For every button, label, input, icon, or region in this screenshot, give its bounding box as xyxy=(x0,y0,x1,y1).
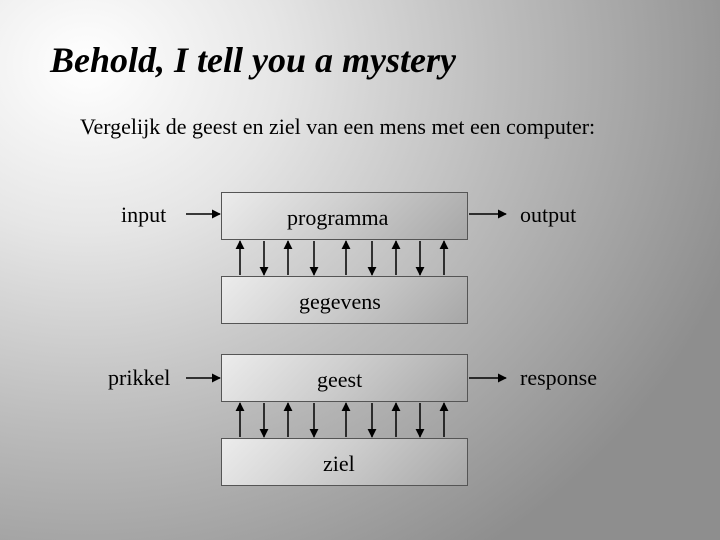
slide-subtitle: Vergelijk de geest en ziel van een mens … xyxy=(80,114,596,139)
gegevens-label: gegevens xyxy=(299,289,381,314)
ziel-box: ziel xyxy=(221,438,468,486)
geest-label: geest xyxy=(317,367,363,392)
geest-box: geest xyxy=(221,354,468,402)
programma-box: programma xyxy=(221,192,468,240)
input-label: input xyxy=(121,202,167,227)
gegevens-box: gegevens xyxy=(221,276,468,324)
geest-ziel-connectors xyxy=(235,402,449,438)
programma-gegevens-connectors xyxy=(235,240,449,276)
ziel-label: ziel xyxy=(323,451,355,476)
programma-label: programma xyxy=(287,205,389,230)
slide-title: Behold, I tell you a mystery xyxy=(50,40,456,80)
output-label: output xyxy=(520,202,577,227)
response-label: response xyxy=(520,365,597,390)
prikkel-label: prikkel xyxy=(108,365,171,390)
